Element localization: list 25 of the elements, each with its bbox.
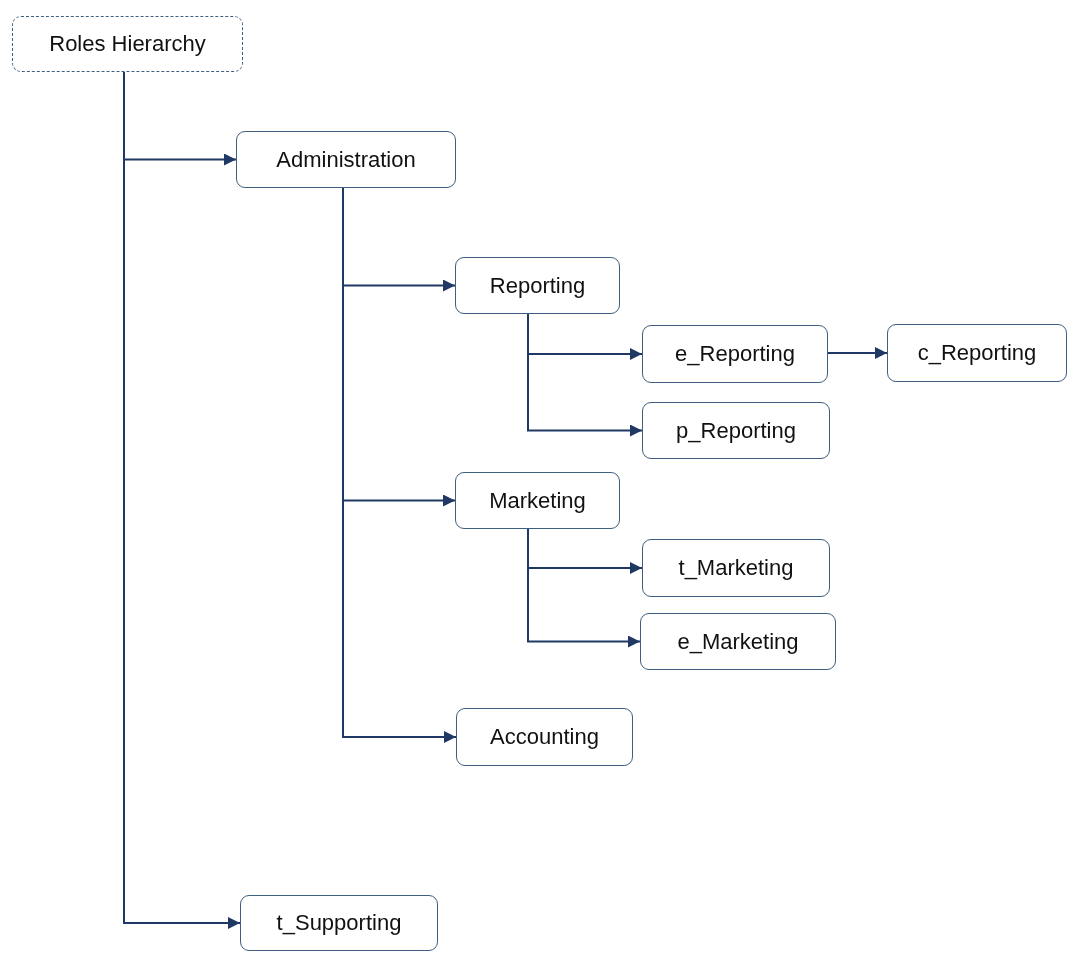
role-box xyxy=(456,708,633,766)
role-label: Accounting xyxy=(490,724,599,750)
role-label: Roles Hierarchy xyxy=(49,31,206,57)
role-box xyxy=(642,539,830,597)
role-label: Administration xyxy=(276,146,416,173)
role-label: c_Reporting xyxy=(917,340,1037,366)
connector-arrow xyxy=(527,528,641,648)
role-box xyxy=(455,472,620,529)
connector-arrow xyxy=(527,313,643,437)
role-label: p_Reporting xyxy=(676,417,796,444)
role-box xyxy=(642,325,828,383)
role-label: Marketing xyxy=(489,487,586,514)
role-box xyxy=(455,257,620,314)
role-label: e_Reporting xyxy=(675,341,795,367)
role-box xyxy=(887,324,1067,382)
role-box xyxy=(640,613,836,670)
role-label: e_Marketing xyxy=(677,628,799,655)
role-box xyxy=(240,895,438,951)
role-label: Reporting xyxy=(489,272,586,299)
role-box xyxy=(236,131,456,188)
connector-arrow xyxy=(827,347,888,359)
root-box xyxy=(12,16,243,72)
role-box xyxy=(642,402,830,459)
role-label: t_Marketing xyxy=(678,555,794,581)
role-label: t_Supporting xyxy=(276,910,402,936)
